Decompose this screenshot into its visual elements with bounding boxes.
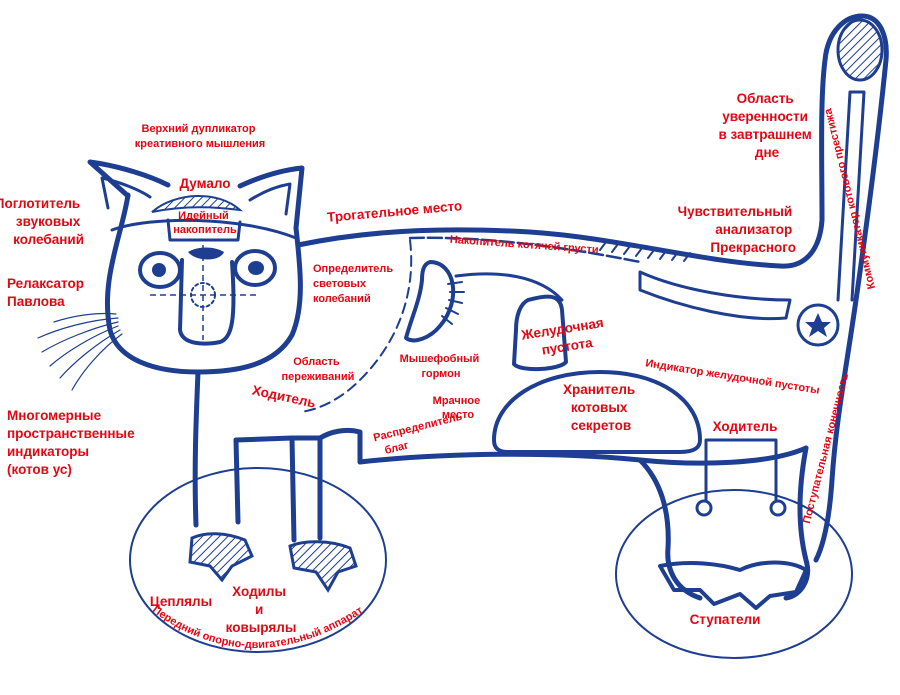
cat-back xyxy=(295,13,889,269)
label-dumalo: Думало xyxy=(179,176,230,191)
cat-ear-inner-left xyxy=(100,176,152,210)
mouse-hormone-bristles xyxy=(441,281,465,325)
label-light-detector: Определитель световых колебаний xyxy=(313,263,396,305)
label-sound-absorber: Поглотитель звуковых колебаний xyxy=(0,196,84,247)
beauty-analyzer-spine xyxy=(638,270,792,321)
cat-right-ear xyxy=(237,165,305,231)
cat-nose xyxy=(188,247,224,260)
stomach-tube xyxy=(454,272,564,302)
front-paw-right xyxy=(288,540,358,593)
label-goods-distributor: Распределитель благ xyxy=(372,410,470,459)
label-gloomy-place: Мрачное место xyxy=(433,395,484,421)
back-fur xyxy=(599,241,691,262)
rear-paw xyxy=(658,560,808,610)
rear-leg-outer xyxy=(783,445,810,601)
dumalo-brain-cap xyxy=(151,194,244,213)
label-whisker-indicators: Многомерные пространственные индикаторы … xyxy=(7,408,138,477)
pavlov-crosshair xyxy=(150,245,258,340)
rear-support-circle xyxy=(615,489,853,659)
label-beauty-analyzer: Чувствительный анализатор Прекрасного xyxy=(678,204,796,255)
label-pavlov-relaxer: Релаксатор Павлова xyxy=(7,276,88,309)
cat-tail-outer xyxy=(813,57,889,563)
label-ideas-store: Идейный накопитель xyxy=(173,210,237,236)
sadness-store-line xyxy=(408,236,642,264)
label-feelings-area: Область переживаний xyxy=(282,356,355,383)
secrets-keeper-organ xyxy=(492,370,702,454)
label-walker-rear: Ходитель xyxy=(713,419,778,434)
cat-belly xyxy=(357,445,809,466)
label-confidence-area: Область уверенности в завтрашнем дне xyxy=(718,91,815,160)
cat-whiskers xyxy=(37,312,123,391)
label-upper-duplicator: Верхний дупликатор креативного мышления xyxy=(135,123,265,150)
label-clingers: Цеплялы xyxy=(150,594,212,609)
cat-outline xyxy=(37,13,889,659)
label-walker-front: Ходитель xyxy=(251,383,317,411)
label-steppers: Ступатели xyxy=(690,612,761,627)
mouse-hormone-organ xyxy=(404,260,456,343)
cat-ear-inner-right xyxy=(248,182,292,216)
rear-joint-left xyxy=(695,499,713,517)
ideas-store-band xyxy=(110,218,298,240)
cat-right-pupil xyxy=(248,261,264,275)
prestige-channel xyxy=(836,90,866,302)
cat-right-eye xyxy=(233,249,277,287)
stomach-organ xyxy=(512,294,568,371)
rear-leg-inner xyxy=(637,457,703,601)
label-secrets-keeper: Хранитель котовых секретов xyxy=(563,382,639,433)
front-leg-left xyxy=(192,369,241,528)
label-mouse-hormone: Мышефобный гормон xyxy=(400,353,483,380)
ideas-store-box xyxy=(166,218,242,242)
rear-joint-right xyxy=(769,499,787,517)
label-touching-place: Трогательное место xyxy=(326,198,462,225)
prestige-star-icon xyxy=(805,313,831,337)
front-support-circle xyxy=(129,467,387,653)
front-leg-right xyxy=(233,427,363,543)
cat-left-ear xyxy=(87,159,171,199)
walker-rear-box xyxy=(704,438,778,502)
cat-muzzle xyxy=(178,258,236,346)
front-paw-left xyxy=(188,532,254,583)
confidence-area-tail-tip xyxy=(836,18,884,82)
light-detector-curve xyxy=(299,239,413,413)
label-walkers-diggers: Ходилы и ковырялы xyxy=(226,584,297,635)
prestige-star-circle xyxy=(796,303,840,347)
cat-left-pupil xyxy=(152,263,166,277)
